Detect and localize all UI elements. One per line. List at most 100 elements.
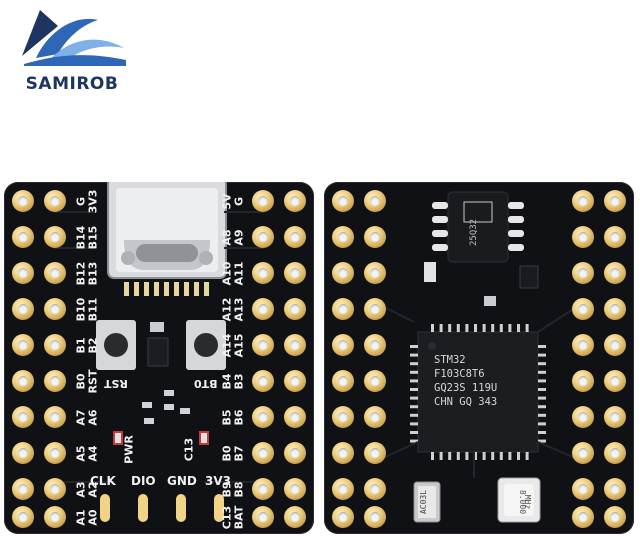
board-front: G 3V3 B14 B15 B12 B13 B10 B11 B1 B2 B0 R… [4, 182, 314, 534]
mcu-marking-line-1: STM32 [434, 354, 466, 366]
mcu-pin [517, 324, 520, 332]
pin-label-right: C13 [220, 505, 234, 530]
pin-label-left: B11 [86, 297, 100, 322]
pin-label-left: B0 [74, 373, 88, 390]
mcu-pin [538, 431, 546, 434]
pin-label-left: 3V3 [86, 189, 100, 214]
mcu-pin [439, 452, 443, 460]
mcu-pin [538, 370, 546, 374]
pin-label-right: G [232, 196, 246, 207]
pin-label-left: A4 [86, 445, 100, 462]
pin-label-right: A14 [220, 333, 234, 358]
pin-label-left: A6 [86, 409, 100, 426]
pin-label-right: BAT [232, 505, 246, 530]
pin-label-left: RST [86, 369, 100, 394]
mcu-pin [410, 379, 418, 383]
boot-button-shape [186, 320, 226, 370]
wave-logo-icon [22, 10, 126, 66]
mcu-pin [525, 324, 529, 332]
mcu-pin [538, 413, 546, 417]
mcu-pin [410, 431, 418, 434]
pin-label-left: A0 [86, 509, 100, 526]
pin-label-right: A10 [220, 261, 234, 286]
rst-button-label: RST [104, 377, 128, 390]
mcu-pin [456, 452, 460, 460]
mcu-pin [474, 324, 477, 332]
pin-label-left: B13 [86, 261, 100, 286]
bt0-button-label: BT0 [194, 377, 218, 390]
mcu-pin [538, 396, 546, 400]
pin-label-left: B2 [86, 337, 100, 354]
mcu-pin [538, 388, 546, 391]
pin-label-left: B1 [74, 337, 88, 354]
mcu-marking-line-4: CHN GQ 343 [434, 396, 498, 408]
mcu-pin [482, 324, 486, 332]
mcu-pin [448, 452, 452, 460]
pin-label-right: B6 [232, 409, 246, 426]
svg-text:25Q32: 25Q32 [469, 219, 479, 246]
mcu-pin [538, 353, 546, 357]
pin-label-right: A11 [232, 261, 246, 286]
mcu-pin [410, 405, 418, 409]
pin-label-left: B15 [86, 225, 100, 250]
pin-label-right: B3 [232, 373, 246, 390]
flash-chip [447, 191, 509, 263]
mcu-pin [499, 452, 503, 460]
board-front-art [54, 182, 264, 522]
mcu-pin [439, 324, 443, 332]
mcu-pin [538, 379, 546, 383]
mcu-chip [410, 324, 546, 460]
pin-label-right: B7 [232, 445, 246, 462]
pin-label-left: B14 [74, 225, 88, 250]
mcu-pin [491, 452, 495, 460]
mcu-pin [410, 413, 418, 417]
mcu-pin [508, 324, 512, 332]
pwr-led [113, 431, 123, 445]
mcu-pin [456, 324, 460, 332]
mcu-pin [538, 362, 546, 366]
ac03l-marking: AC03L [419, 489, 429, 515]
mcu-pin [525, 452, 529, 460]
pin-label-right: A13 [232, 297, 246, 322]
c13-led [199, 431, 209, 445]
pin-label-left: B12 [74, 261, 88, 286]
gnd-label: GND [167, 474, 197, 488]
mcu-pin [517, 452, 520, 460]
mcu-marking-line-3: GQ23S 119U [434, 382, 498, 394]
mcu-pin [431, 452, 434, 460]
reset-button-shape [96, 320, 136, 370]
3v3-label: 3V3 [205, 474, 231, 488]
mcu-pin [410, 353, 418, 357]
pin-label-right: B4 [220, 373, 234, 390]
mcu-pin [538, 422, 546, 426]
pin-label-right: A9 [232, 229, 246, 246]
mcu-pin [538, 405, 546, 409]
mcu-pin [508, 452, 512, 460]
pin-label-right: A8 [220, 229, 234, 246]
mcu-pin [448, 324, 452, 332]
mcu-pin [410, 345, 418, 348]
mcu-pin [474, 452, 477, 460]
mcu-pin [465, 324, 469, 332]
pin-label-right: A12 [220, 297, 234, 322]
crystal-unit: MHz [523, 494, 533, 510]
mcu-pin [538, 345, 546, 348]
mcu-pin [410, 439, 418, 443]
pin-label-left: G [74, 196, 88, 207]
board-back: 25Q32 STM32 F10 [324, 182, 634, 534]
mcu-pin [482, 452, 486, 460]
dio-label: DIO [131, 474, 156, 488]
pin-label-left: A5 [74, 445, 88, 462]
pin-label-right: B0 [220, 445, 234, 462]
mcu-marking-line-2: F103C8T6 [434, 368, 485, 380]
brand-name: SAMIROB [25, 74, 119, 94]
pin-label-right: B5 [220, 409, 234, 426]
pin-label-right: 5V [220, 193, 234, 210]
mcu-pin [410, 422, 418, 426]
c13-led-label: C13 [182, 437, 196, 462]
pin-label-left: A3 [74, 481, 88, 498]
mcu-pin [499, 324, 503, 332]
mcu-pin [431, 324, 434, 332]
pin-label-left: B10 [74, 297, 88, 322]
pin-label-right: B8 [232, 481, 246, 498]
